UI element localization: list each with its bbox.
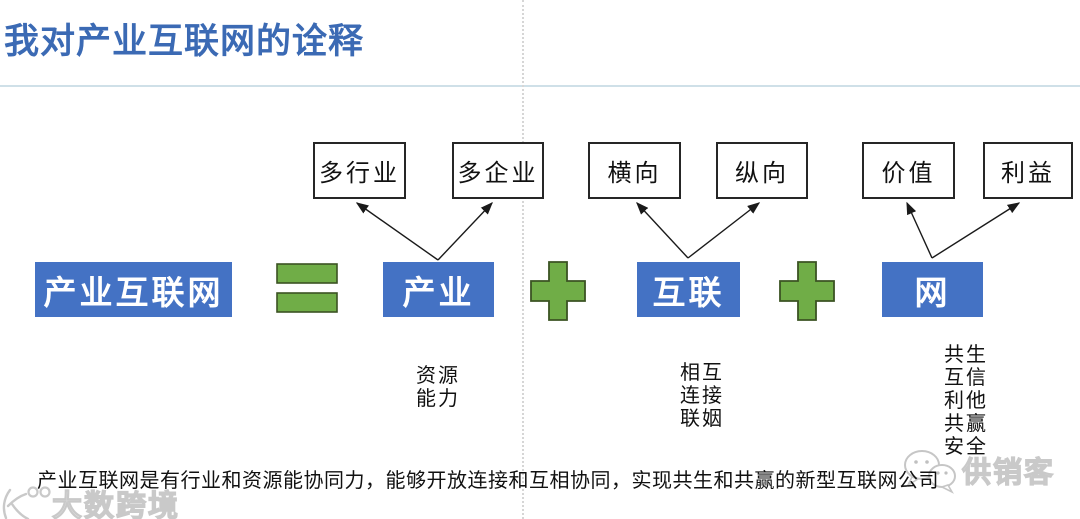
equals-icon xyxy=(276,263,338,313)
term-box: 网 xyxy=(882,262,983,317)
watermark-right-label: 供销客 xyxy=(961,456,1056,489)
title-underline xyxy=(0,85,1080,87)
dashukuajing-logo-icon xyxy=(2,486,51,519)
term-note: 资源 能力 xyxy=(416,365,460,410)
watermark-right: 供销客 xyxy=(900,445,1055,495)
watermark-left-label: 大数跨境 xyxy=(51,489,180,519)
result-box: 产业互联网 xyxy=(35,262,232,317)
factor-box: 横向 xyxy=(588,142,681,199)
watermark-left: 大数跨境 xyxy=(0,481,180,519)
term-note: 共生 互信 利他 共赢 安全 xyxy=(944,344,988,458)
factor-box: 价值 xyxy=(862,142,955,199)
factor-box: 利益 xyxy=(983,142,1073,199)
factor-box: 多行业 xyxy=(313,142,406,199)
center-guide-line xyxy=(522,0,524,519)
wechat-icon xyxy=(904,450,956,494)
term-box: 互联 xyxy=(637,262,740,317)
factor-box: 多企业 xyxy=(452,142,544,199)
plus-icon xyxy=(530,261,586,321)
plus-icon xyxy=(779,261,835,321)
term-box: 产业 xyxy=(383,262,494,317)
page-title: 我对产业互联网的诠释 xyxy=(4,22,365,61)
summary-text: 产业互联网是有行业和资源能协同力，能够开放连接和互相协同，实现共生和共赢的新型互… xyxy=(37,470,939,492)
factor-box: 纵向 xyxy=(716,142,808,199)
term-note: 相互 连接 联姻 xyxy=(680,362,724,430)
